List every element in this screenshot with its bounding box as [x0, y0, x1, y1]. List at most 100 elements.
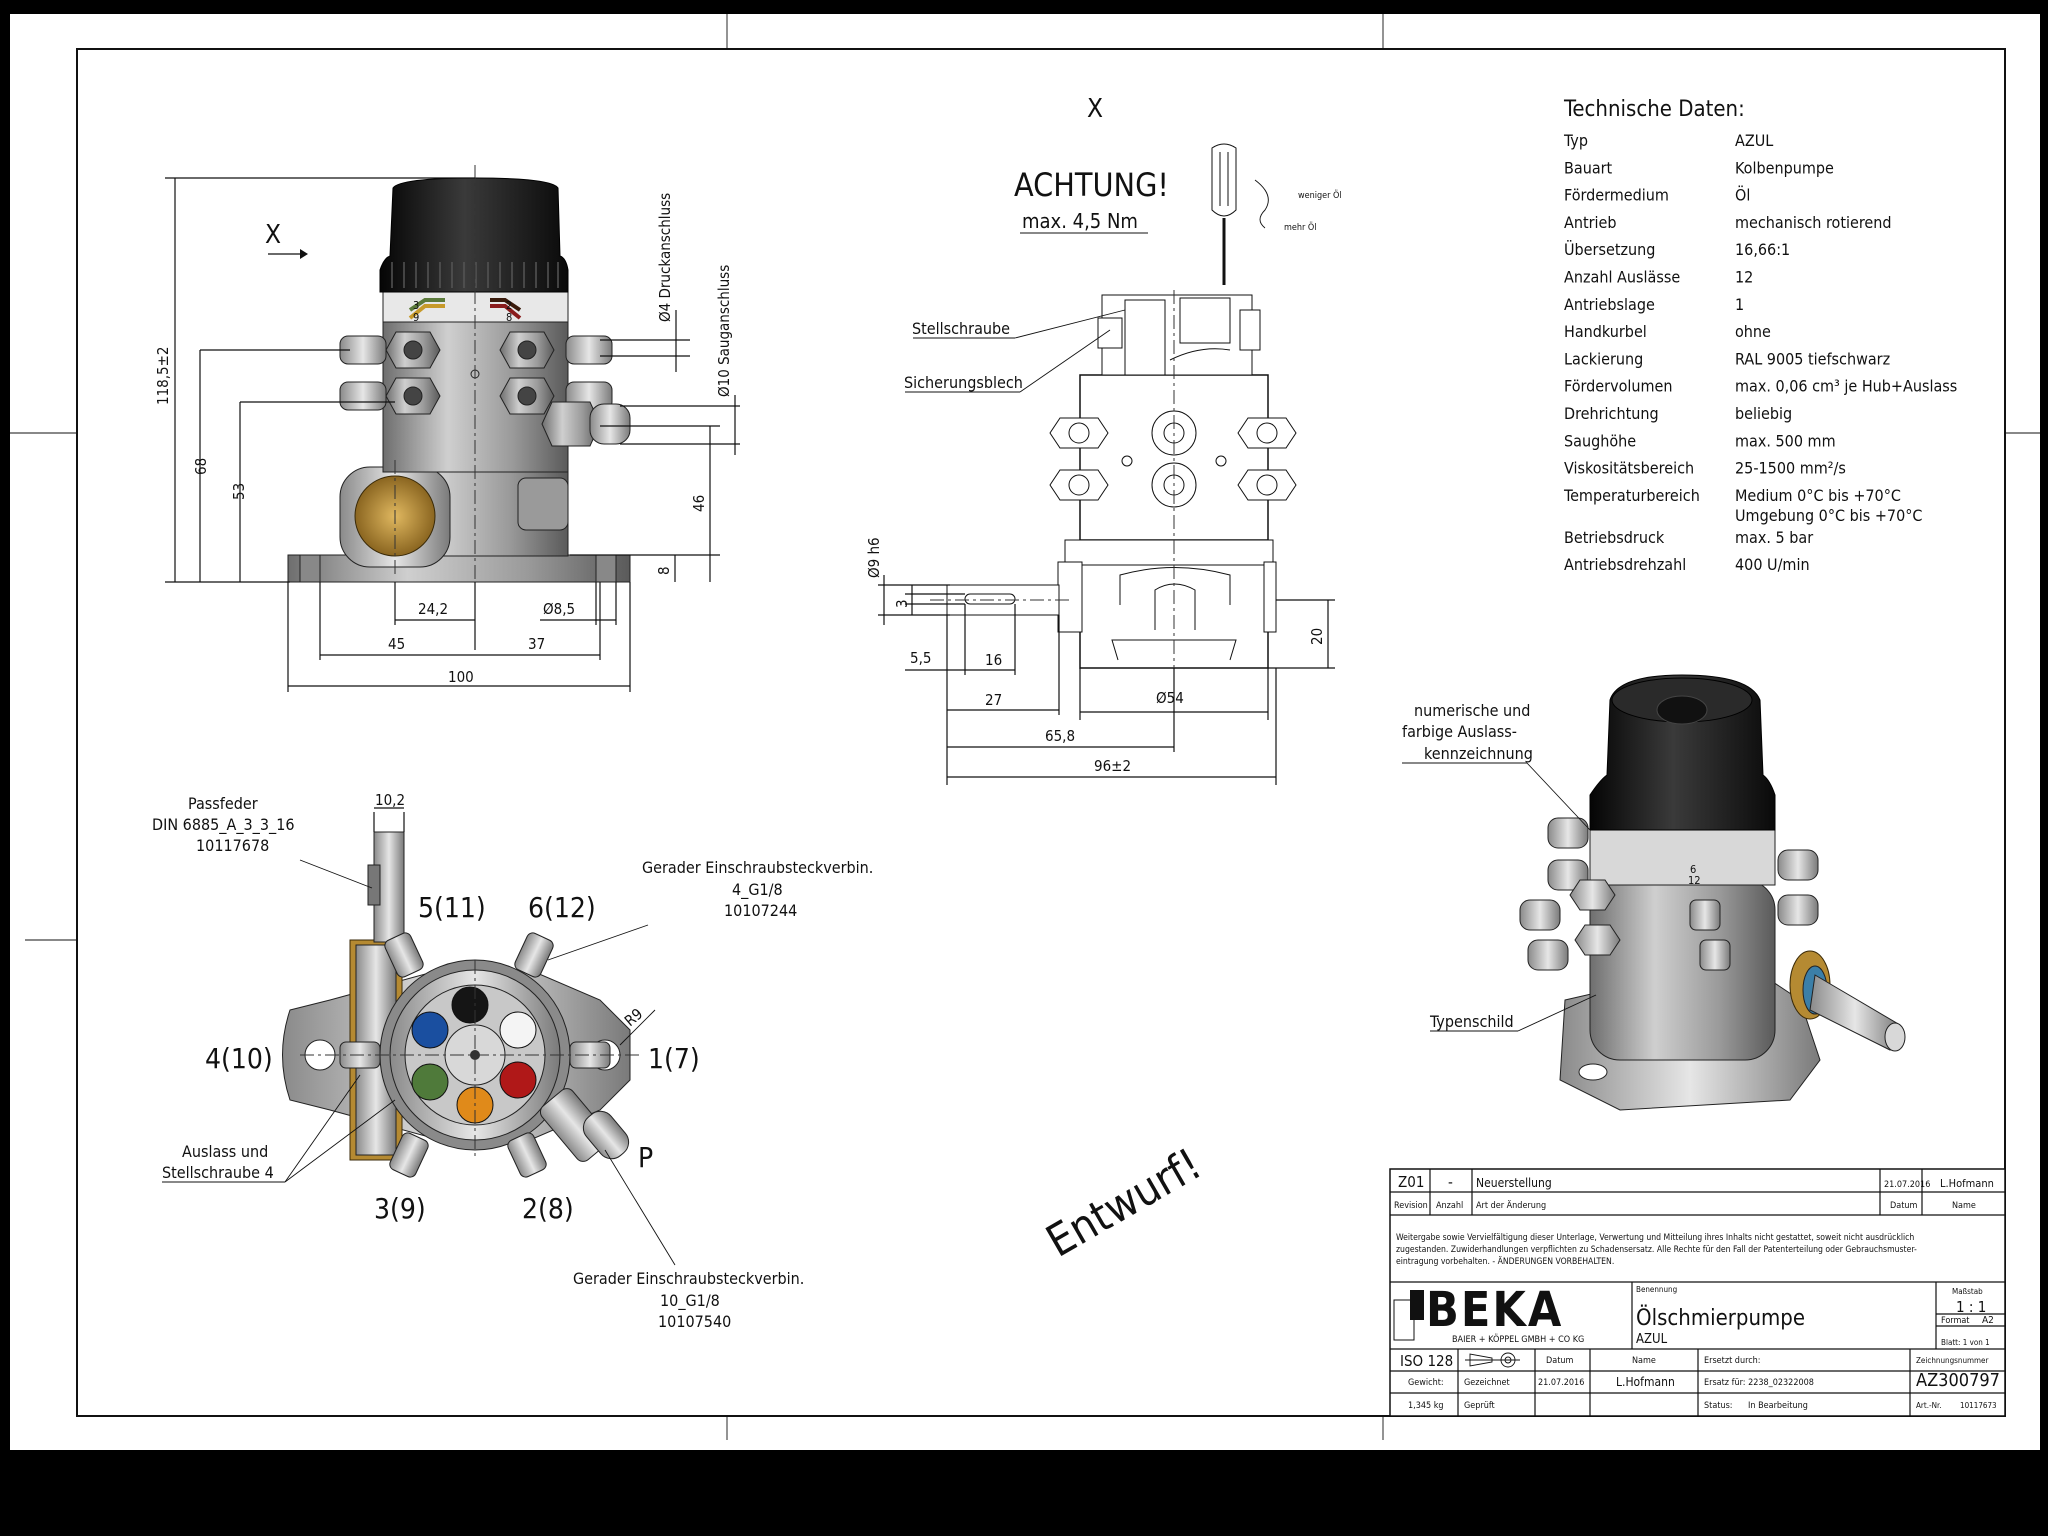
passfeder-line-2: DIN 6885_A_3_3_16 [152, 815, 295, 835]
tech-key: Drehrichtung [1564, 404, 1659, 423]
auslass-line-1: Auslass und [182, 1142, 268, 1161]
tb-date: 21.07.2016 [1884, 1180, 1930, 1190]
dim-102: 10,2 [375, 791, 405, 809]
passfeder-line-1: Passfeder [188, 794, 258, 813]
tb-artnr-label: Art.-Nr. [1916, 1401, 1941, 1410]
pressure-port-label: Ø4 Druckanschluss [656, 193, 674, 322]
connector-small-line-2: 4_G1/8 [732, 880, 783, 900]
tech-value: Medium 0°C bis +70°C [1735, 486, 1901, 505]
dim-45: 45 [388, 635, 405, 653]
connector-small-line-3: 10107244 [724, 901, 797, 920]
tb-change: Neuerstellung [1476, 1176, 1552, 1190]
tech-key: Antriebslage [1564, 295, 1655, 314]
dim-8: 8 [655, 566, 673, 575]
callout-outlet-line-1: numerische und [1414, 701, 1530, 720]
tb-title: Ölschmierpumpe [1636, 1305, 1805, 1331]
ring-mark-9: 9 [413, 311, 419, 324]
connector-large-line-1: Gerader Einschraubsteckverbin. [573, 1269, 804, 1288]
tech-value: 12 [1735, 268, 1753, 287]
tech-value: beliebig [1735, 404, 1792, 423]
stellschraube-label: Stellschraube [912, 319, 1010, 338]
dim-height: 118,5±2 [154, 346, 172, 405]
tb-sheet: Blatt: 1 von 1 [1941, 1338, 1990, 1347]
warning-title: ACHTUNG! [1014, 166, 1169, 204]
tb-name-label: Name [1632, 1356, 1656, 1366]
tb-iso: ISO 128 [1400, 1352, 1453, 1370]
tb-hdr-change: Art der Änderung [1476, 1200, 1546, 1211]
callout-outlet-line-2: farbige Auslass- [1402, 722, 1517, 741]
tech-value: AZUL [1735, 131, 1773, 150]
dim-27: 27 [985, 691, 1002, 709]
outlet-label-5-11: 5(11) [418, 891, 486, 924]
tech-key: Anzahl Auslässe [1564, 268, 1680, 287]
ring-mark-3: 3 [413, 299, 419, 312]
passfeder-line-3: 10117678 [196, 836, 269, 855]
connector-small-line-1: Gerader Einschraubsteckverbin. [642, 858, 873, 877]
auslass-line-2: Stellschraube 4 [162, 1163, 274, 1182]
dim-16: 16 [985, 651, 1002, 669]
tech-key: Bauart [1564, 158, 1613, 177]
dim-37: 37 [528, 635, 545, 653]
dim-68: 68 [192, 458, 210, 475]
tech-key: Antriebsdrehzahl [1564, 555, 1686, 574]
tb-gezeichnet: Gezeichnet [1464, 1378, 1510, 1388]
dim-20: 20 [1308, 628, 1326, 645]
tech-value: RAL 9005 tiefschwarz [1735, 349, 1890, 368]
dim-658: 65,8 [1045, 727, 1075, 745]
tb-ersetzt-durch: Ersetzt durch: [1704, 1356, 1761, 1366]
tb-count: - [1448, 1173, 1453, 1191]
isometric-view: 6 12 numerische und farbige Auslass- ken… [1402, 674, 1906, 1111]
outlet-label-1-7: 1(7) [648, 1042, 700, 1075]
iso-ring-mark-12: 12 [1688, 874, 1701, 887]
dim-100: 100 [448, 668, 474, 686]
tech-value: ohne [1735, 322, 1771, 341]
less-oil-label: weniger Öl [1298, 190, 1342, 201]
drawing-frame [76, 48, 2006, 1417]
more-oil-label: mehr Öl [1284, 222, 1317, 233]
tb-weight: 1,345 kg [1408, 1401, 1444, 1411]
dim-46: 46 [690, 495, 708, 512]
tb-scale: 1 : 1 [1956, 1298, 1986, 1316]
tb-format: A2 [1982, 1315, 1994, 1326]
view-x-marker: X [1087, 94, 1103, 124]
view-x-label: X [265, 220, 281, 250]
outlet-label-2-8: 2(8) [522, 1192, 574, 1225]
projection-symbol-icon [1465, 1352, 1520, 1368]
tech-key: Fördervolumen [1564, 377, 1673, 396]
tb-format-label: Format [1941, 1316, 1969, 1326]
tb-status: In Bearbeitung [1748, 1401, 1808, 1411]
warning-torque: max. 4,5 Nm [1022, 209, 1138, 233]
tb-notice-3: eintragung vorbehalten. - ÄNDERUNGEN VOR… [1396, 1256, 1614, 1267]
dim-3: 3 [893, 599, 911, 608]
tech-key: Temperaturbereich [1563, 486, 1700, 505]
tech-value: 16,66:1 [1735, 240, 1790, 259]
tech-key: Antrieb [1564, 213, 1617, 232]
tech-value-2: Umgebung 0°C bis +70°C [1735, 506, 1922, 525]
tech-value: max. 500 mm [1735, 431, 1836, 450]
tb-gewicht-label: Gewicht: [1408, 1378, 1444, 1388]
frame-ticks [10, 14, 2040, 1440]
outlet-label-3-9: 3(9) [374, 1192, 426, 1225]
tech-value: Öl [1735, 186, 1750, 205]
port-p-label: P [638, 1141, 653, 1174]
dim-24: 24,2 [418, 600, 448, 618]
tech-value: mechanisch rotierend [1735, 213, 1892, 232]
tech-key: Viskositätsbereich [1564, 459, 1694, 478]
dim-53: 53 [230, 483, 248, 500]
tech-value: 1 [1735, 295, 1744, 314]
logo-text: BEKA [1426, 1282, 1563, 1338]
tb-notice-2: zugestanden. Zuwiderhandlungen verpflich… [1396, 1245, 1917, 1255]
suction-port-label: Ø10 Sauganschluss [715, 265, 733, 397]
top-view: Passfeder DIN 6885_A_3_3_16 10117678 10,… [152, 791, 873, 1331]
tb-rev: Z01 [1398, 1173, 1424, 1191]
tb-drawing-no: AZ300797 [1916, 1370, 2000, 1391]
tb-ersatz-fuer: Ersatz für: 2238_02322008 [1704, 1378, 1814, 1388]
ring-mark-8: 8 [506, 311, 512, 324]
dim-d85: Ø8,5 [543, 600, 575, 618]
ring-mark-2: 2 [506, 299, 512, 312]
tech-value: Kolbenpumpe [1735, 158, 1834, 177]
tb-hdr-name: Name [1952, 1201, 1976, 1211]
callout-typenschild: Typenschild [1429, 1012, 1514, 1031]
